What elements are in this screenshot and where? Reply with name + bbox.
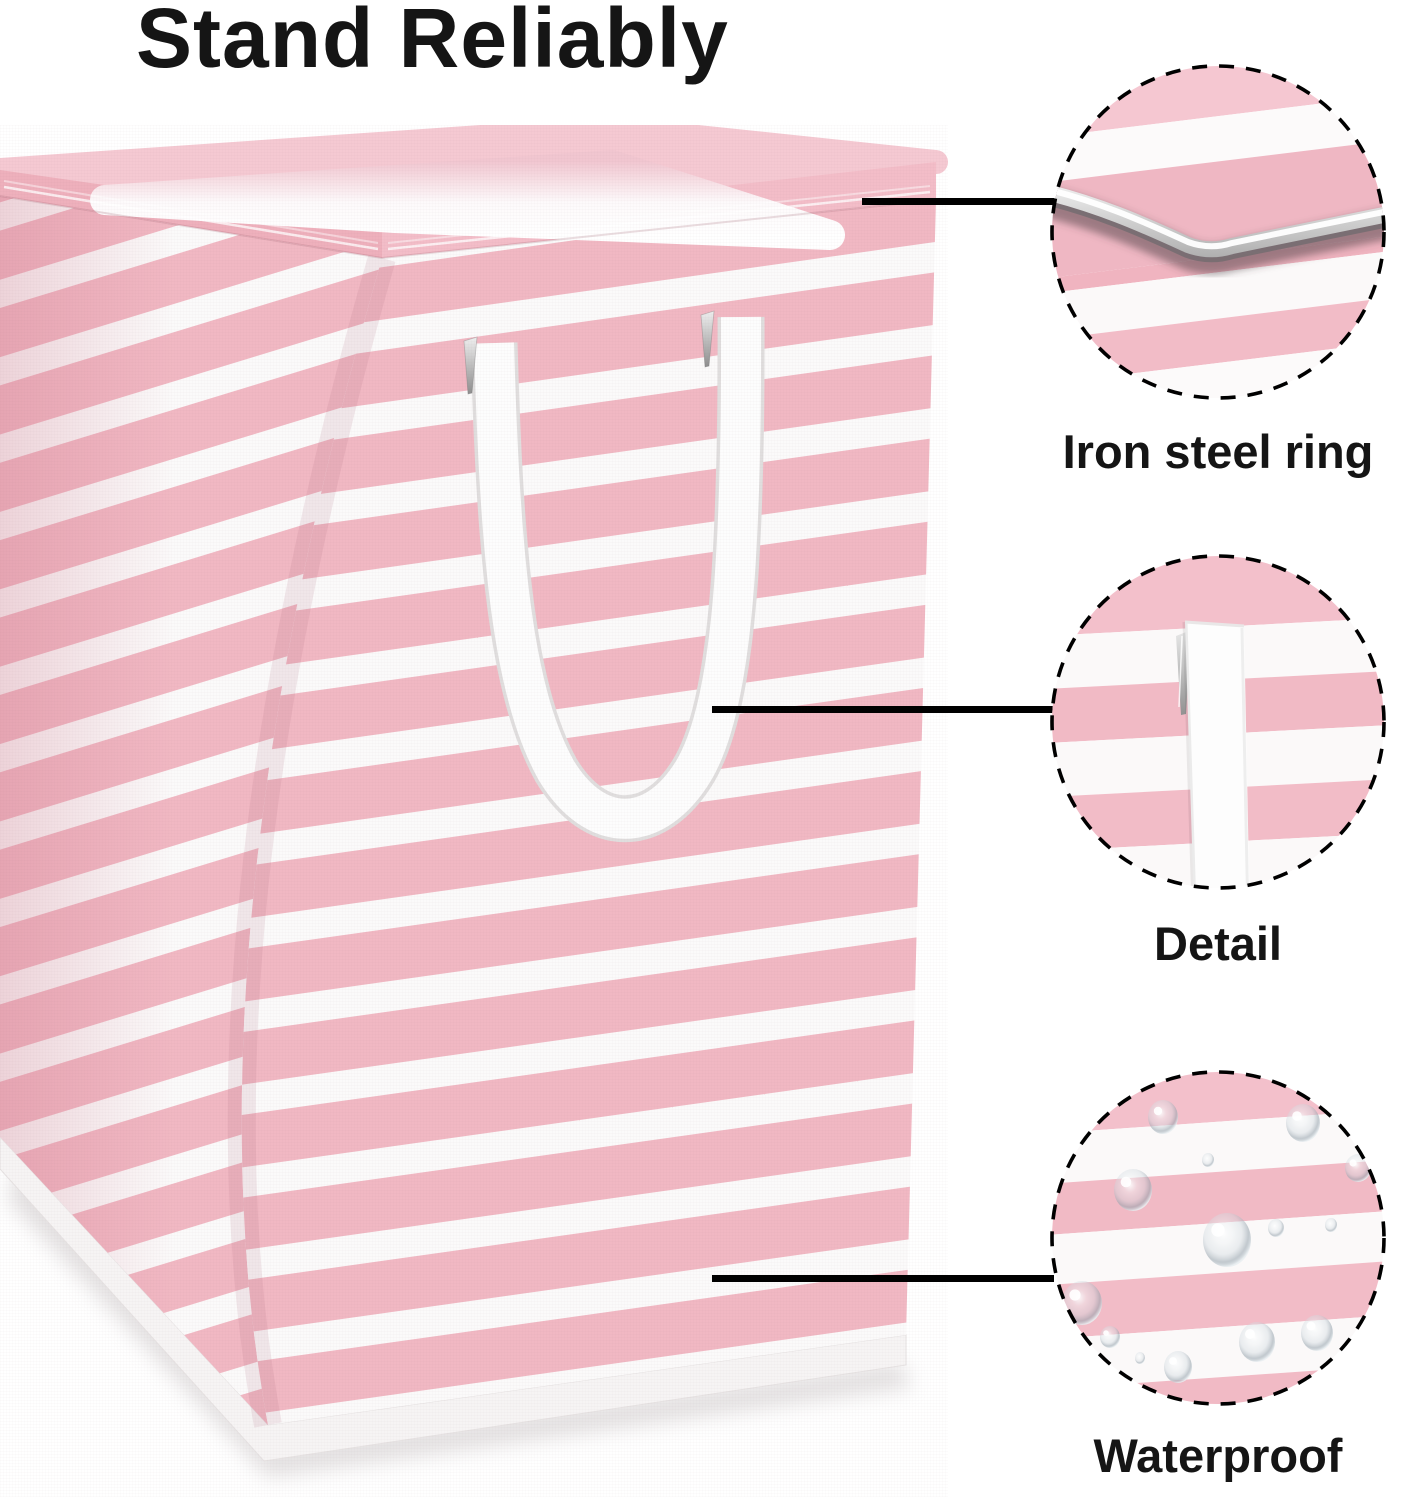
handle-rivet-left [463, 336, 478, 395]
detail-strap [1182, 620, 1251, 888]
basket-opening-interior [90, 150, 845, 250]
page-title: Stand Reliably [136, 0, 729, 85]
dashed-circle-border [1050, 1070, 1386, 1406]
callout-iron-steel-ring [1048, 62, 1388, 402]
callout-waterproof [1048, 1068, 1388, 1408]
carry-handle [470, 316, 765, 843]
basket-corner-crease [227, 254, 396, 1428]
callout-line-waterproof [712, 1275, 1054, 1282]
callout-label-iron-steel-ring: Iron steel ring [1062, 425, 1374, 478]
dashed-circle-border [1050, 64, 1386, 400]
callout-label-detail: Detail [1154, 917, 1282, 970]
callout-label-waterproof: Waterproof [1093, 1429, 1343, 1482]
basket-illustration [0, 125, 948, 1477]
rim-stitching [0, 180, 937, 260]
iron-ring-metal [1052, 181, 1384, 275]
callout-line-iron-steel-ring [862, 198, 1054, 205]
basket-left-face-shading [0, 196, 382, 1425]
dashed-circle-border [1050, 554, 1386, 890]
zoom-circle-iron-steel-ring [1050, 64, 1386, 400]
zoom-circle-detail [1050, 554, 1386, 890]
callout-detail [1048, 552, 1388, 892]
callout-line-detail [712, 706, 1054, 713]
strap-hook-highlight [1178, 635, 1183, 708]
handle-rivet-right [700, 310, 715, 368]
zoom-circle-waterproof [1050, 1070, 1386, 1406]
